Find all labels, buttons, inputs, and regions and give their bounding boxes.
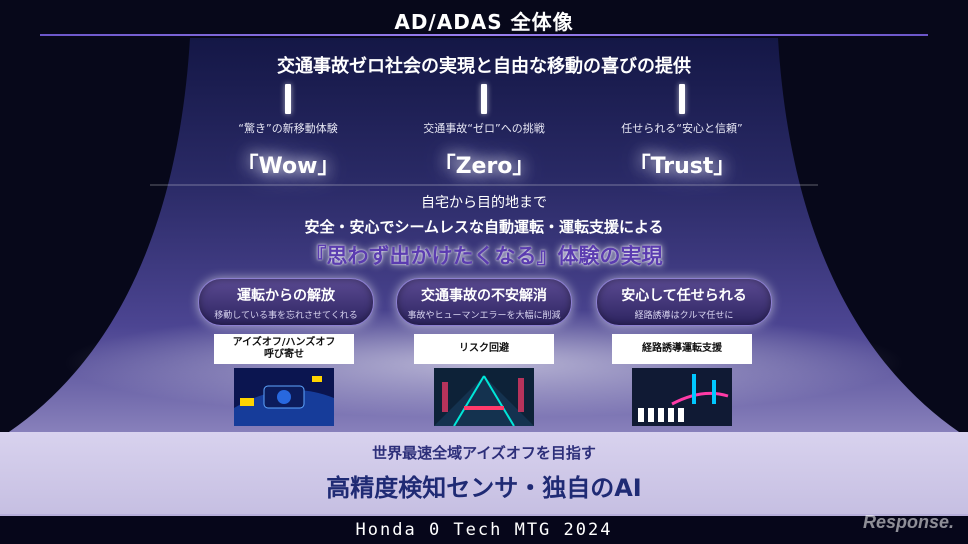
- feature-line: リスク回避: [459, 343, 509, 354]
- pillar-subtitle: “驚き”の新移動体験: [238, 122, 338, 135]
- value-title: 交通事故の不安解消: [421, 288, 547, 304]
- watermark-logo: Response.: [862, 512, 954, 532]
- value-pill-trust: 安心して任せられる 経路誘導はクルマ任せに: [596, 278, 772, 326]
- value-note: 経路誘導はクルマ任せに: [634, 311, 734, 321]
- value-note: 移動している事を忘れさせてくれる: [214, 311, 358, 321]
- vision-line-2: 安全・安心でシームレスな自動運転・運転支援による: [304, 218, 664, 236]
- feature-line: 経路誘導運転支援: [642, 343, 722, 354]
- value-title: 安心して任せられる: [621, 288, 747, 304]
- title-rule: [40, 34, 928, 36]
- feature-line: アイズオフ/ハンズオフ: [232, 337, 336, 348]
- thumbnail-eyes-off: [234, 368, 334, 426]
- value-note: 事故やヒューマンエラーを大幅に削減: [407, 311, 561, 321]
- mission-statement: 交通事故ゼロ社会の実現と自由な移動の喜びの提供: [277, 56, 691, 77]
- vision-line-1: 自宅から目的地まで: [421, 195, 547, 211]
- pillar-zero: 交通事故“ゼロ”への挑戦 「Zero」: [384, 84, 584, 180]
- footer-bar: Honda 0 Tech MTG 2024: [0, 516, 968, 544]
- pillar-word: 「Trust」: [628, 154, 736, 179]
- thumbnail-route-guidance: [632, 368, 732, 426]
- foundation-headline: 高精度検知センサ・独自のAI: [326, 474, 642, 502]
- value-pill-release: 運転からの解放 移動している事を忘れさせてくれる: [198, 278, 374, 326]
- foundation-panel: [0, 432, 968, 514]
- feature-line: 呼び寄せ: [264, 349, 304, 360]
- pillar-bar: [481, 84, 487, 114]
- pillar-trust: 任せられる“安心と信頼” 「Trust」: [582, 84, 782, 180]
- pillar-subtitle: 任せられる“安心と信頼”: [621, 122, 743, 135]
- pillar-bar: [679, 84, 685, 114]
- feature-label-eyes-off: アイズオフ/ハンズオフ 呼び寄せ: [214, 334, 354, 364]
- pillar-word: 「Zero」: [433, 154, 535, 179]
- thumbnail-risk-avoidance: [434, 368, 534, 426]
- footer-event-name: Honda 0 Tech MTG 2024: [355, 520, 613, 540]
- pillar-wow: “驚き”の新移動体験 「Wow」: [188, 84, 388, 180]
- vision-headline: 『思わず出かけたくなる』体験の実現: [305, 244, 663, 268]
- feature-label-risk-avoidance: リスク回避: [414, 334, 554, 364]
- page-title: AD/ADAS 全体像: [394, 10, 574, 34]
- pillar-bar: [285, 84, 291, 114]
- feature-label-route-guidance: 経路誘導運転支援: [612, 334, 752, 364]
- value-pill-safety: 交通事故の不安解消 事故やヒューマンエラーを大幅に削減: [396, 278, 572, 326]
- pillar-word: 「Wow」: [236, 154, 340, 179]
- value-title: 運転からの解放: [237, 288, 335, 304]
- pillar-subtitle: 交通事故“ゼロ”への挑戦: [423, 122, 545, 135]
- foundation-tagline: 世界最速全域アイズオフを目指す: [372, 444, 596, 462]
